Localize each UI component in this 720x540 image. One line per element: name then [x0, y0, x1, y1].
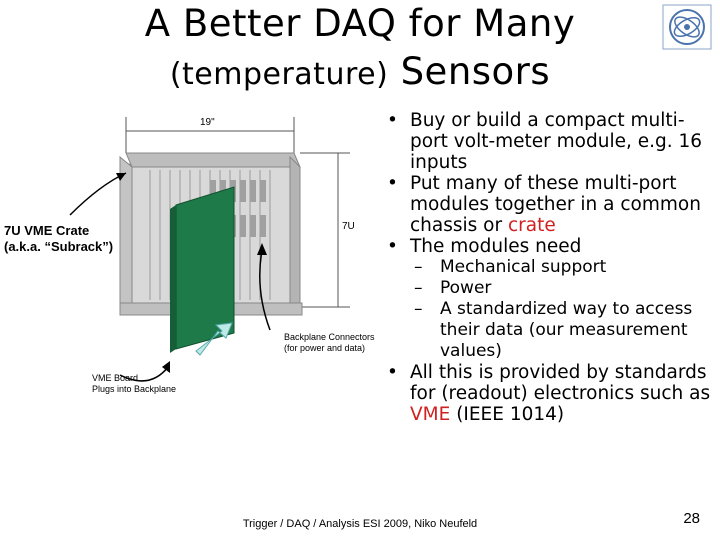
- crate-label: 7U VME Crate (a.k.a. “Subrack”): [4, 223, 113, 255]
- bullet-4-post: (IEEE 1014): [450, 404, 565, 425]
- dimension-width-label: 19": [200, 117, 215, 128]
- slide-title-line1: A Better DAQ for Many: [144, 2, 576, 45]
- slide-title-paren: (temperature): [169, 57, 389, 92]
- bullet-2: Put many of these multi-port modules tog…: [384, 173, 716, 236]
- bullet-2-text: Put many of these multi-port modules tog…: [410, 173, 701, 236]
- cern-logo-icon: [662, 4, 712, 50]
- board-label: VME Board Plugs into Backplane: [92, 373, 176, 395]
- board-label-line2: Plugs into Backplane: [92, 384, 177, 394]
- sub-bullet-2: Power: [384, 278, 716, 299]
- slide-title-line2: (temperature) Sensors: [0, 50, 720, 97]
- bullet-list: Buy or build a compact multi-port volt-m…: [384, 110, 716, 425]
- bullet-2-red: crate: [507, 215, 556, 236]
- vme-crate-illustration: [69, 117, 350, 382]
- sub-bullet-3: A standardized way to access their data …: [384, 299, 716, 362]
- crate-label-line2: (a.k.a. “Subrack”): [4, 239, 114, 254]
- page-number: 28: [683, 510, 700, 527]
- backplane-label-line1: Backplane Connectors: [284, 332, 375, 342]
- sub-bullet-1: Mechanical support: [384, 257, 716, 278]
- board-label-line1: VME Board: [92, 373, 139, 383]
- bullet-4-text: All this is provided by standards for (r…: [410, 362, 711, 404]
- bullet-3: The modules need: [384, 236, 716, 257]
- bullet-1: Buy or build a compact multi-port volt-m…: [384, 110, 716, 173]
- bullet-4-red: VME: [410, 404, 451, 425]
- backplane-label-line2: (for power and data): [284, 343, 366, 353]
- slide-title-rest: Sensors: [400, 50, 551, 93]
- bullet-4: All this is provided by standards for (r…: [384, 362, 716, 425]
- dimension-height-label: 7U: [342, 221, 355, 232]
- backplane-label: Backplane Connectors (for power and data…: [284, 332, 375, 354]
- vme-crate-diagram: 19" 7U 7U VME Crate (a.k.a. “Subrack”) B…: [0, 105, 384, 425]
- footer-text: Trigger / DAQ / Analysis ESI 2009, Niko …: [242, 518, 478, 530]
- crate-label-line1: 7U VME Crate: [4, 223, 90, 238]
